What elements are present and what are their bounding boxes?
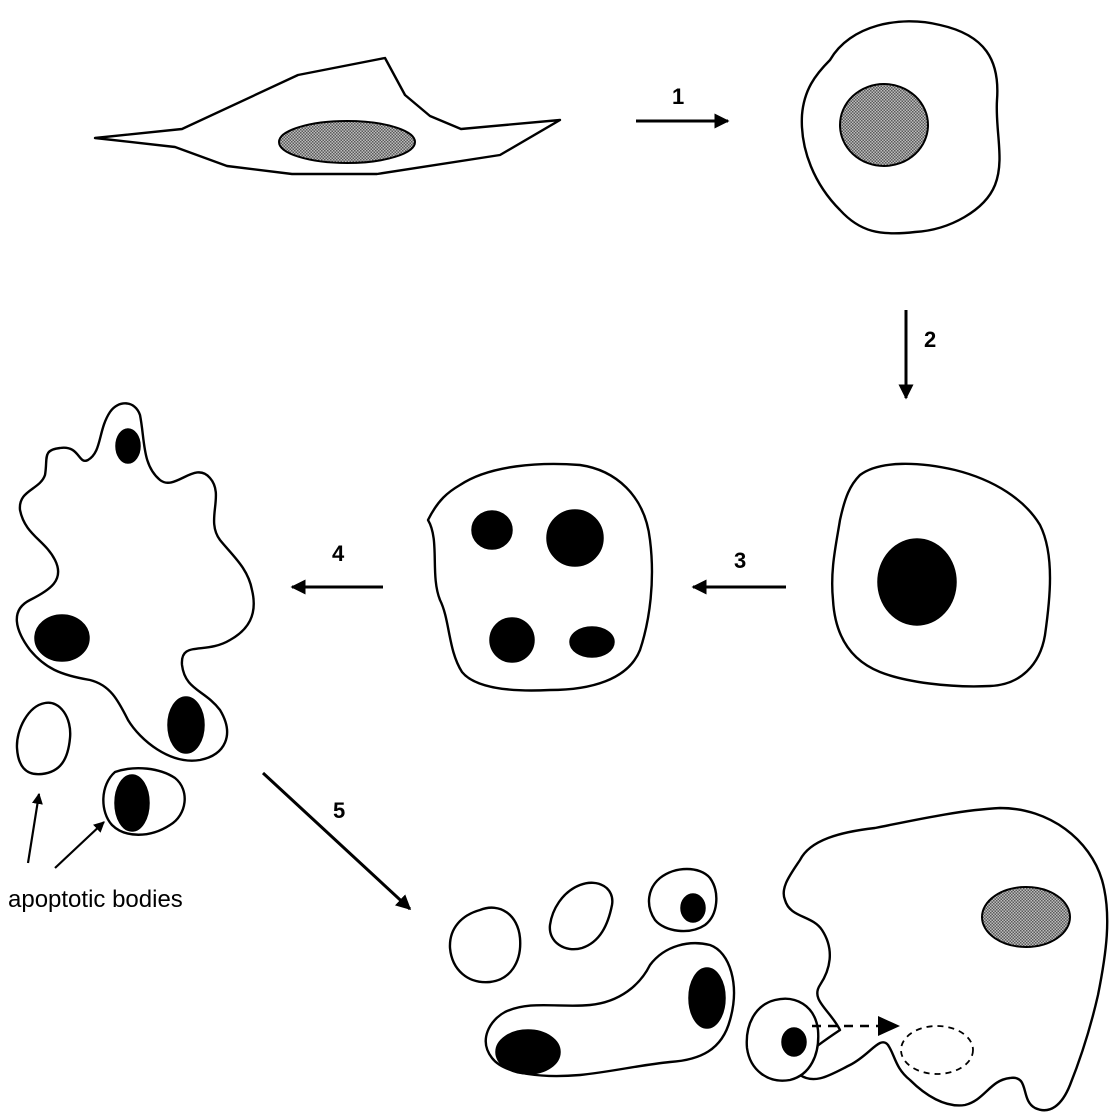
phagocyte-nucleus	[982, 887, 1070, 947]
apoptotic-body-empty-membrane	[17, 703, 70, 775]
normal-nucleus	[279, 121, 415, 163]
step-4-label: 4	[332, 541, 345, 566]
nuclear-fragment-2	[547, 510, 603, 566]
free-body-round	[450, 908, 520, 983]
step-1-arrow: 1	[636, 84, 728, 121]
nuclear-fragment-4	[570, 627, 614, 657]
engulfed-body-nucleus	[782, 1028, 806, 1056]
apoptotic-body-nucleus	[115, 775, 149, 831]
free-apoptotic-bodies	[450, 869, 734, 1076]
rounded-cell	[802, 21, 1000, 233]
nuclear-fragment-1	[472, 511, 512, 549]
bleb-nucleus-left	[35, 615, 89, 661]
fragmented-cell-membrane	[428, 464, 652, 690]
step-5-label: 5	[333, 798, 345, 823]
free-body-oval	[550, 883, 613, 949]
bleb-nucleus-top	[116, 429, 140, 463]
step-3-label: 3	[734, 548, 746, 573]
step-3-arrow: 3	[693, 548, 786, 587]
bleb-nucleus-bottom	[168, 697, 204, 753]
free-body-nucleus-right	[689, 968, 725, 1028]
pyknotic-cell	[832, 464, 1050, 687]
apoptotic-bodies-label: apoptotic bodies	[8, 886, 183, 913]
nuclear-fragment-3	[490, 618, 534, 662]
step-5-arrow: 5	[263, 773, 410, 909]
free-body-nucleus	[681, 894, 705, 922]
free-body-nucleus-left	[496, 1030, 560, 1074]
step-2-arrow: 2	[906, 310, 936, 398]
step-4-arrow: 4	[292, 541, 383, 587]
step-2-label: 2	[924, 327, 936, 352]
phagocyte	[747, 808, 1107, 1110]
apoptotic-body-empty	[17, 703, 70, 775]
normal-cell	[95, 58, 560, 174]
condensed-nucleus	[878, 539, 956, 625]
phagocyte-membrane	[784, 808, 1108, 1110]
apoptotic-body-nucleated	[103, 768, 184, 835]
step-1-label: 1	[672, 84, 684, 109]
rounded-nucleus	[840, 84, 928, 166]
fragmented-nucleus-cell	[428, 464, 652, 690]
